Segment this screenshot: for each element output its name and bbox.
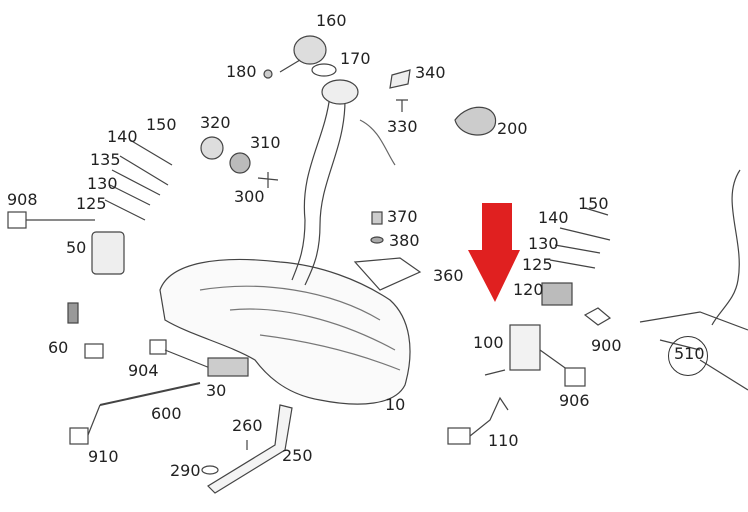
- part-label: 60: [48, 338, 69, 357]
- part-label: 150: [578, 194, 609, 213]
- part-label: 330: [387, 117, 418, 136]
- part-label: 170: [340, 49, 371, 68]
- part-label: 125: [522, 255, 553, 274]
- part-label: 320: [200, 113, 231, 132]
- part-label: 100: [473, 333, 504, 352]
- part-label: 910: [88, 447, 119, 466]
- part-label: 30: [206, 381, 227, 400]
- part-label: 160: [316, 11, 347, 30]
- filler-neck: [291, 94, 346, 286]
- part-label: 135: [90, 150, 121, 169]
- part-label: 110: [488, 431, 519, 450]
- fuel-pump-left: [91, 231, 125, 275]
- part-label: 290: [170, 461, 201, 480]
- part-label: 510: [674, 344, 705, 363]
- part-label: 900: [591, 336, 622, 355]
- part-label: 260: [232, 416, 263, 435]
- part-label: 370: [387, 207, 418, 226]
- callout-circle: [668, 336, 708, 376]
- part-label: 130: [87, 174, 118, 193]
- part-label: 120: [513, 280, 544, 299]
- part-label: 310: [250, 133, 281, 152]
- part-label: 140: [538, 208, 569, 227]
- part-label: 140: [107, 127, 138, 146]
- part-label: 300: [234, 187, 265, 206]
- fuel-tank: [159, 258, 411, 405]
- tank-cap: [293, 35, 327, 65]
- part-label: 906: [559, 391, 590, 410]
- part-label: 908: [7, 190, 38, 209]
- part-label: 180: [226, 62, 257, 81]
- part-label: 360: [433, 266, 464, 285]
- filler-cap: [321, 79, 359, 105]
- part-label: 250: [282, 446, 313, 465]
- part-label: 200: [497, 119, 528, 138]
- part-label: 130: [528, 234, 559, 253]
- part-label: 150: [146, 115, 177, 134]
- red-down-arrow: [468, 203, 520, 302]
- part-label: 340: [415, 63, 446, 82]
- tank-strap: [207, 404, 293, 494]
- part-label: 600: [151, 404, 182, 423]
- part-label: 10: [385, 395, 406, 414]
- part-label: 125: [76, 194, 107, 213]
- fuel-sender: [509, 324, 541, 371]
- part-label: 380: [389, 231, 420, 250]
- part-label: 50: [66, 238, 87, 257]
- part-label: 904: [128, 361, 159, 380]
